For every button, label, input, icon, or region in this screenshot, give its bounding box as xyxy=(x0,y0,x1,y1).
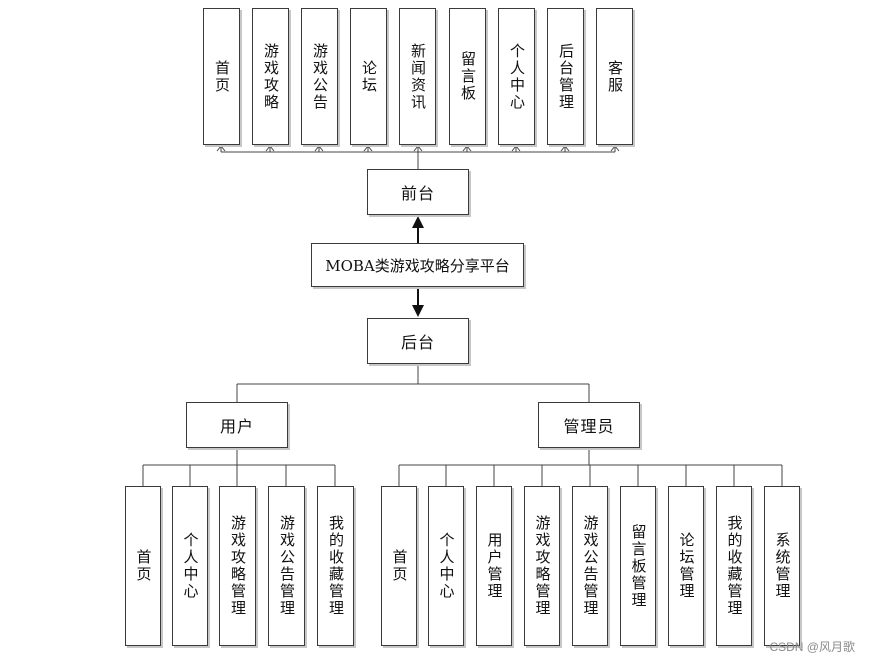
admin-item-system-management: 系统管理 xyxy=(764,486,800,646)
frontend-node: 前台 xyxy=(367,169,469,215)
frontend-item-message-board: 留言板 xyxy=(449,8,486,145)
admin-item-home: 首页 xyxy=(381,486,417,646)
user-item-personal-center: 个人中心 xyxy=(172,486,208,646)
admin-item-personal-center: 个人中心 xyxy=(428,486,464,646)
admin-item-forum-management: 论坛管理 xyxy=(668,486,704,646)
frontend-item-guides: 游戏攻略 xyxy=(252,8,289,145)
user-role-node: 用户 xyxy=(186,402,288,448)
platform-node: MOBA类游戏攻略分享平台 xyxy=(311,243,524,287)
frontend-item-personal-center: 个人中心 xyxy=(498,8,535,145)
admin-item-guide-management: 游戏攻略管理 xyxy=(524,486,560,646)
admin-item-message-board-management: 留言板管理 xyxy=(620,486,656,646)
frontend-item-news: 新闻资讯 xyxy=(399,8,436,145)
admin-item-user-management: 用户管理 xyxy=(476,486,512,646)
backend-node: 后台 xyxy=(367,318,469,364)
admin-item-announcement-management: 游戏公告管理 xyxy=(572,486,608,646)
frontend-item-customer-service: 客服 xyxy=(596,8,633,145)
user-item-announcement-management: 游戏公告管理 xyxy=(268,486,305,646)
admin-item-favorites-management: 我的收藏管理 xyxy=(716,486,752,646)
frontend-item-admin: 后台管理 xyxy=(547,8,584,145)
user-item-favorites-management: 我的收藏管理 xyxy=(317,486,354,646)
frontend-item-home: 首页 xyxy=(203,8,240,145)
user-item-home: 首页 xyxy=(125,486,161,646)
admin-role-node: 管理员 xyxy=(538,402,640,448)
user-item-guide-management: 游戏攻略管理 xyxy=(219,486,256,646)
frontend-item-announcements: 游戏公告 xyxy=(301,8,338,145)
frontend-item-forum: 论坛 xyxy=(350,8,387,145)
watermark: CSDN @风月歌 xyxy=(769,640,855,654)
